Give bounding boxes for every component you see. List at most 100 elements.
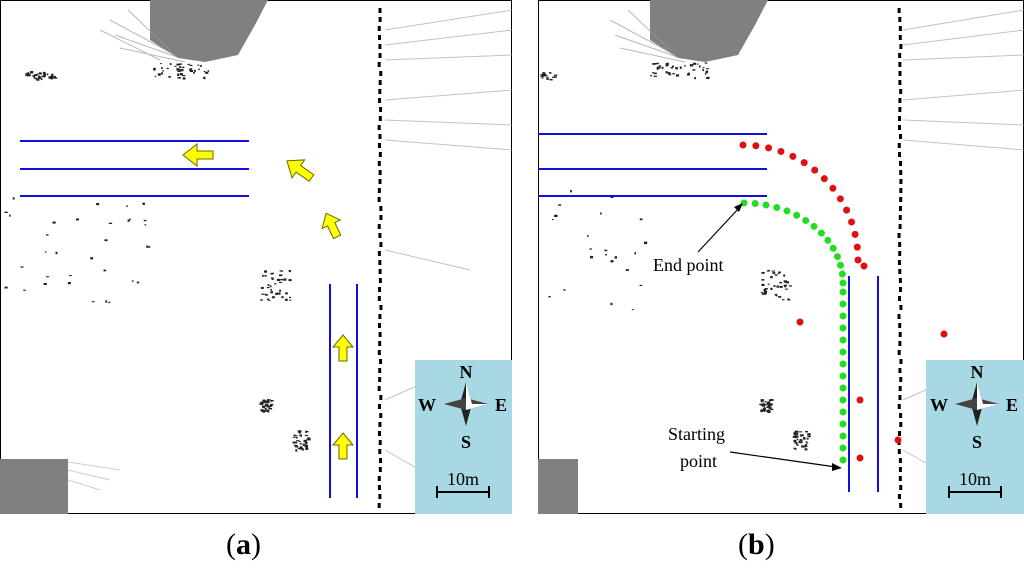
green-dot [833,253,841,261]
wall-dot [897,404,901,409]
noise-dot [37,76,41,78]
noise-dot [45,234,49,236]
noise-dot [306,446,308,448]
scan-noise [4,62,311,452]
wall-dot [378,17,382,22]
wall-dot [379,107,383,112]
noise-dot [661,66,664,69]
noise-dot [180,69,184,72]
wall-dot [378,53,382,58]
noise-dot [279,281,283,284]
noise-dot [801,434,804,437]
wall-dot [377,251,381,256]
noise-dot [540,75,544,78]
noise-dot [801,445,805,448]
direction-arrows [182,142,355,460]
noise-dot [26,73,30,75]
scan-noise [540,62,811,451]
noise-dot [261,401,265,404]
wall-dot [378,80,382,85]
noise-dot [684,65,686,67]
red-dot [856,396,864,404]
noise-dot [285,298,288,301]
noise-dot [264,403,268,407]
noise-dot [702,68,704,72]
noise-dot [23,289,26,291]
noise-dot [764,401,767,403]
noise-dot [262,399,266,402]
noise-dot [794,433,798,435]
noise-dot [40,78,43,81]
green-dot [838,270,846,278]
wall-dot [898,395,902,400]
noise-dot [766,406,769,408]
noise-dot [27,72,30,74]
noise-dot [655,62,659,65]
wall-dot [897,494,901,499]
noise-dot [187,63,190,65]
noise-dot [796,444,799,446]
noise-dot [270,277,273,279]
noise-dot [553,74,558,76]
noise-dot [176,63,180,66]
wall-dot [898,323,902,328]
noise-dot [546,78,549,80]
noise-dot [764,288,767,290]
red-dot [856,454,864,462]
wall-dot [897,8,901,13]
red-dot [800,159,808,167]
noise-dot [4,211,8,214]
noise-dot [795,442,798,445]
noise-dot [652,63,656,65]
caption-paren-close: ) [251,528,261,561]
noise-dot [199,65,203,67]
end-point-arrow [697,206,741,253]
noise-dot [267,298,270,301]
noise-dot [174,65,177,67]
wall-dot [378,377,382,382]
caption-letter: b [748,528,765,561]
wall-dot [898,116,902,121]
noise-dot [767,283,770,285]
noise-dot [41,75,44,78]
noise-dot [270,288,273,291]
noise-dot [657,66,661,69]
wall-dot [378,170,382,175]
wall-dot [898,251,902,256]
noise-dot [52,221,56,224]
noise-dot [305,442,308,445]
noise-dot [299,443,303,445]
wall-dot [897,350,901,355]
noise-dot [768,406,772,409]
wall-dot [897,143,901,148]
noise-dot [799,434,803,437]
noise-dot [281,296,284,299]
noise-dot [276,278,280,281]
noise-dot [610,260,614,263]
noise-dot [794,434,797,436]
noise-dot [770,276,773,279]
noise-dot [176,68,179,71]
noise-dot [698,65,701,68]
wall-dot [377,503,381,508]
red-dot [860,262,868,270]
noise-dot [776,285,780,288]
noise-dot [777,272,780,274]
noise-dot [304,434,309,437]
noise-dot [270,401,273,403]
noise-dot [778,296,782,298]
noise-dot [549,72,552,74]
wall-dot [898,215,902,220]
noise-dot [289,296,292,299]
noise-dot [268,407,272,410]
noise-dot [796,432,799,435]
wall-dot [899,44,903,49]
noise-dot [177,70,181,72]
compass-west-label: W [930,395,948,415]
noise-dot [55,251,58,255]
wall-dot [899,188,903,193]
starting-point-label-line1: Starting [668,424,725,444]
red-dot [811,166,819,174]
noise-dot [161,67,163,69]
noise-dot [262,274,264,277]
